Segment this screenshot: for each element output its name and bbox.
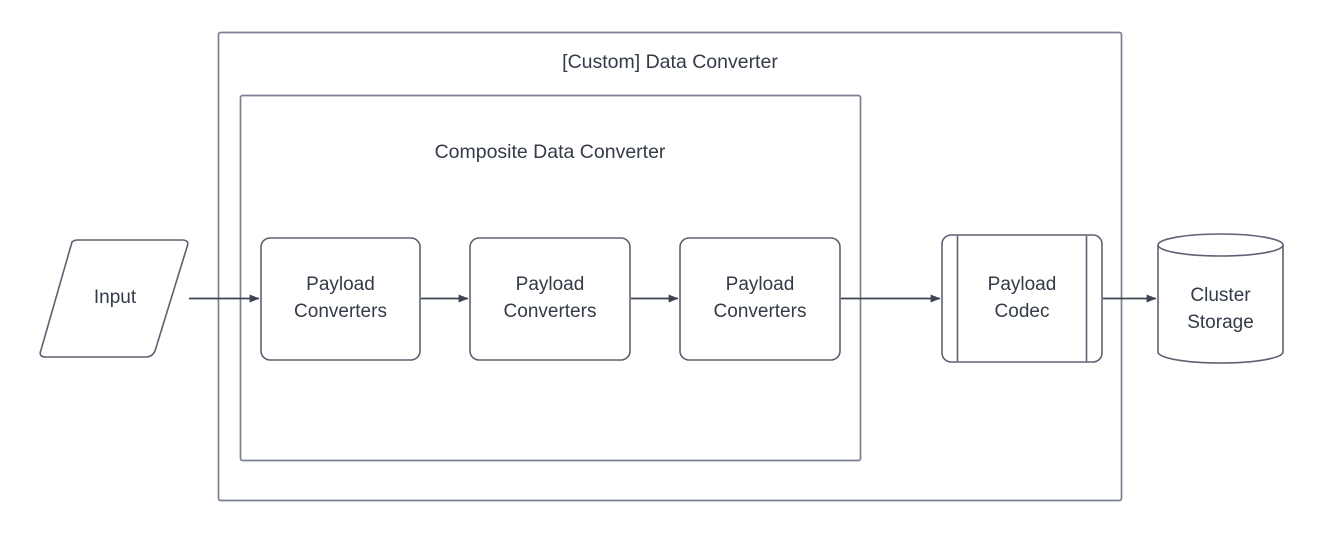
- node-payload-converters-3-label-line2: Converters: [714, 301, 807, 322]
- node-payload-converters-2[interactable]: Payload Converters: [469, 237, 631, 361]
- node-cluster-storage-label-line1: Cluster: [1190, 285, 1251, 306]
- node-payload-converters-1-label-line2: Converters: [294, 301, 387, 322]
- node-cluster-storage-body: [1157, 244, 1284, 364]
- node-input[interactable]: Input: [39, 239, 189, 358]
- container-custom-data-converter[interactable]: [Custom] Data Converter: [217, 31, 1123, 502]
- node-payload-converters-2-label-line1: Payload: [516, 274, 585, 295]
- node-cluster-storage-top-ellipse: [1157, 233, 1284, 257]
- node-payload-converters-3-label-line1: Payload: [726, 274, 795, 295]
- node-payload-codec[interactable]: Payload Codec: [941, 234, 1103, 363]
- node-input-shape: [39, 239, 189, 358]
- container-custom-data-converter-label: [Custom] Data Converter: [562, 51, 778, 73]
- node-payload-converters-2-shape: [469, 237, 631, 361]
- node-input-label: Input: [94, 287, 137, 308]
- node-cluster-storage-label-line2: Storage: [1187, 312, 1254, 333]
- node-payload-codec-label-line1: Payload: [988, 274, 1057, 295]
- node-payload-converters-3-shape: [679, 237, 841, 361]
- container-custom-data-converter-border: [217, 31, 1123, 502]
- container-composite-data-converter-label: Composite Data Converter: [435, 141, 666, 163]
- node-payload-converters-3[interactable]: Payload Converters: [679, 237, 841, 361]
- node-payload-codec-shape: [941, 234, 1103, 363]
- node-payload-converters-1-shape: [260, 237, 421, 361]
- node-cluster-storage[interactable]: Cluster Storage: [1157, 233, 1284, 364]
- container-composite-data-converter[interactable]: Composite Data Converter: [239, 94, 862, 462]
- node-payload-converters-1[interactable]: Payload Converters: [260, 237, 421, 361]
- container-composite-data-converter-border: [239, 94, 862, 462]
- node-payload-converters-2-label-line2: Converters: [504, 301, 597, 322]
- node-payload-codec-label-line2: Codec: [995, 301, 1050, 322]
- node-payload-converters-1-label-line1: Payload: [306, 274, 375, 295]
